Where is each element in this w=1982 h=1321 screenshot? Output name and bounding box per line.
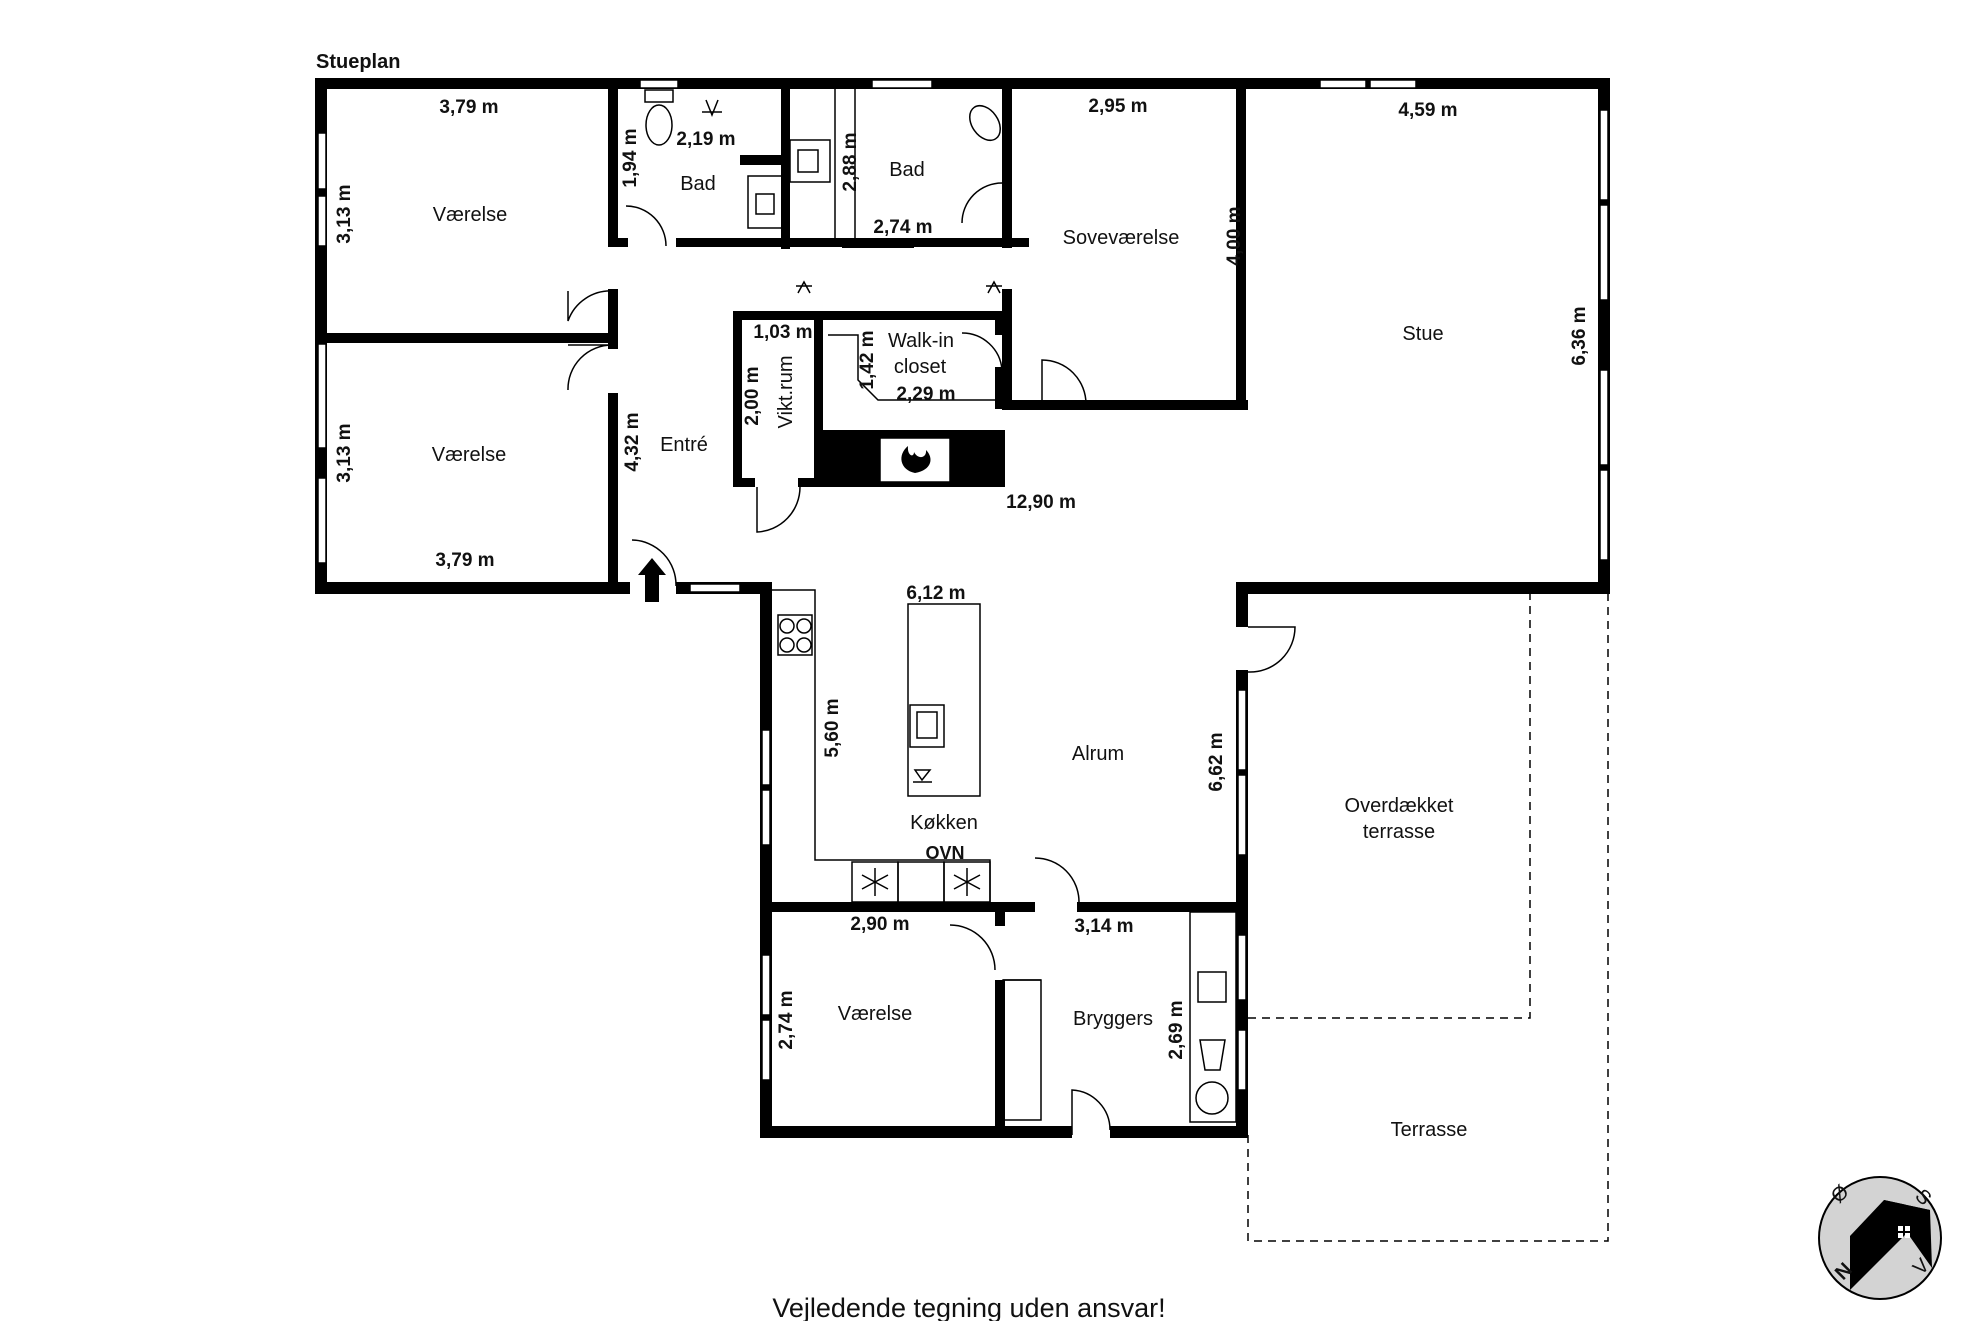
dimension-label: 3,13 m bbox=[334, 184, 355, 243]
outer-walls bbox=[315, 78, 1610, 1138]
room-label-overdaekket: Overdækket bbox=[1345, 795, 1454, 817]
dimension-label: 2,19 m bbox=[676, 129, 735, 150]
room-label-terrasse: Terrasse bbox=[1391, 1119, 1468, 1141]
freezer-icon bbox=[861, 868, 889, 896]
kitchen-island bbox=[907, 603, 981, 797]
dimension-label: 1,94 m bbox=[620, 128, 641, 187]
plan-title: Stueplan bbox=[316, 51, 400, 73]
sink-icon bbox=[1197, 971, 1227, 1003]
dimension-label: 4,32 m bbox=[622, 412, 643, 471]
room-label-terrasse-covered: terrasse bbox=[1363, 821, 1435, 843]
dimension-label: 4,00 m bbox=[1224, 206, 1245, 265]
dimension-label: 2,00 m bbox=[742, 366, 763, 425]
sink-icon bbox=[909, 704, 945, 748]
dimension-label: 5,60 m bbox=[822, 698, 843, 757]
sink-icon bbox=[797, 149, 819, 173]
windows bbox=[317, 79, 1609, 1091]
dimension-label: 2,74 m bbox=[873, 217, 932, 238]
room-label-bryggers: Bryggers bbox=[1073, 1008, 1153, 1030]
sink-icon bbox=[755, 193, 775, 215]
dimension-label: 1,03 m bbox=[753, 322, 812, 343]
room-label-vikt-rum: Vikt.rum bbox=[775, 356, 797, 429]
toilet-icon bbox=[645, 104, 673, 146]
compass-icon: N Ø S V bbox=[1818, 1176, 1942, 1300]
oven-label: OVN bbox=[925, 843, 964, 863]
toilet-icon bbox=[969, 104, 1001, 142]
fixtures bbox=[644, 89, 1237, 1123]
entrance-arrow-icon bbox=[638, 558, 666, 602]
terrace-outline bbox=[1247, 594, 1609, 1242]
room-label-vaerelse: Værelse bbox=[433, 204, 507, 226]
room-label-vaerelse: Værelse bbox=[838, 1003, 912, 1025]
dimension-label: 3,14 m bbox=[1074, 916, 1133, 937]
dimension-label: 6,12 m bbox=[906, 583, 965, 604]
room-label-bad: Bad bbox=[680, 173, 716, 195]
room-label-bad: Bad bbox=[889, 159, 925, 181]
doors bbox=[567, 182, 1296, 1135]
room-label-alrum: Alrum bbox=[1072, 743, 1124, 765]
dimension-label: 2,69 m bbox=[1166, 1000, 1187, 1059]
dimension-label: 2,95 m bbox=[1088, 96, 1147, 117]
room-label-stue: Stue bbox=[1402, 323, 1443, 345]
room-label-vaerelse: Værelse bbox=[432, 444, 506, 466]
dimension-label: 2,88 m bbox=[840, 132, 861, 191]
dimension-label: 6,62 m bbox=[1206, 732, 1227, 791]
dimension-label: 3,79 m bbox=[435, 550, 494, 571]
stove-burner-icon bbox=[779, 618, 795, 634]
fireplace bbox=[879, 437, 951, 483]
dimension-label: 6,36 m bbox=[1569, 306, 1590, 365]
dimension-label: 4,59 m bbox=[1398, 100, 1457, 121]
washer-icon bbox=[1195, 1081, 1229, 1115]
room-label-sovevaerelse: Soveværelse bbox=[1063, 227, 1180, 249]
dimension-label: 3,79 m bbox=[439, 97, 498, 118]
room-label-kokken: Køkken bbox=[910, 812, 978, 834]
room-label-walkin: Walk-in bbox=[888, 330, 954, 352]
dimension-label: 2,29 m bbox=[896, 384, 955, 405]
dimension-label: 2,90 m bbox=[850, 914, 909, 935]
room-label-entre: Entré bbox=[660, 434, 708, 456]
dimension-label: 1,42 m bbox=[857, 330, 878, 389]
dimension-label: 3,13 m bbox=[334, 423, 355, 482]
dimension-label: 2,74 m bbox=[776, 990, 797, 1049]
freezer-icon bbox=[953, 868, 981, 896]
dimension-label: 12,90 m bbox=[1006, 492, 1076, 513]
flame-icon bbox=[901, 446, 931, 473]
room-label-closet: closet bbox=[894, 356, 947, 378]
disclaimer-text: Vejledende tegning uden ansvar! bbox=[772, 1293, 1165, 1321]
